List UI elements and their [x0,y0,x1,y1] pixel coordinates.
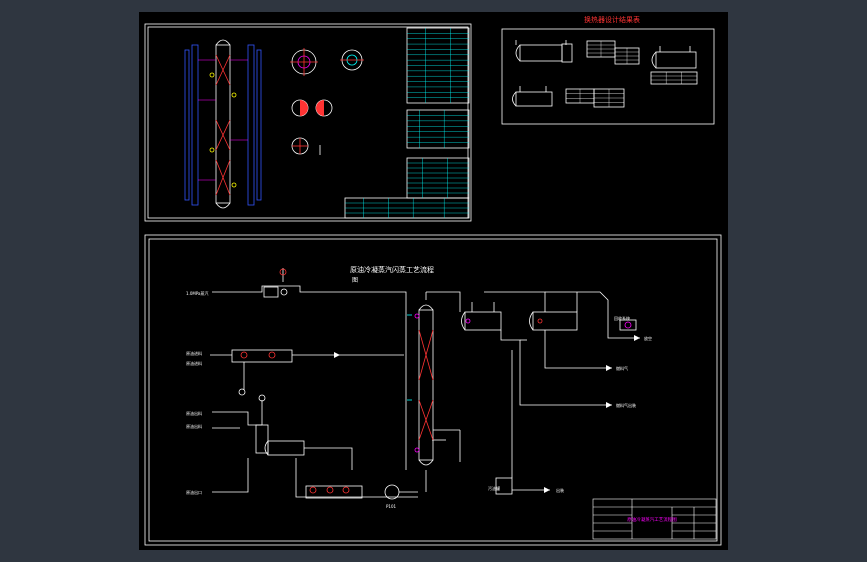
exchanger-sketch-2 [651,46,697,69]
label-recovery: 回收系统 [614,315,630,321]
exchanger-table-grid [566,41,697,107]
panel-exchanger-results: 换热器设计结果表 [501,15,715,125]
label-out-2: 原油出料 [186,423,202,429]
label-pump: P101 [386,504,397,509]
exchanger-sketch-3 [512,86,553,107]
title-block-drawing-name: 原油冷凝蒸汽工艺流程图 [627,516,677,523]
column-internals [407,313,632,453]
drawing-sheet [139,12,728,550]
label-fuel-gas: 燃料气 [616,365,628,371]
column-elevation [184,39,262,209]
label-out-1: 原油出料 [186,410,202,416]
flow-labels: 1.0MPa蒸汽 原油进料 原油进料 原油出料 原油出料 原油出口 放空 燃料气… [186,290,652,509]
process-lines [210,268,640,500]
label-exit: 出装 [556,487,564,493]
section-details [290,48,364,155]
flow-diagram-title-suffix: 图 [352,277,358,284]
spec-table-grid [345,28,469,218]
label-out-3: 原油出口 [186,489,202,495]
label-fuel-gas-out: 燃料气出装 [616,402,636,408]
flow-diagram-title: 原油冷凝蒸汽闪蒸工艺流程 [350,265,434,274]
exchanger-sketch-1 [515,40,573,63]
exchanger-table-title: 换热器设计结果表 [584,15,640,24]
panel-process-flow [144,234,722,546]
label-feed-1: 原油进料 [186,350,202,356]
label-slop-tank: 污油罐 [488,485,500,491]
title-block [592,498,717,540]
label-vent: 放空 [644,335,652,341]
label-steam: 1.0MPa蒸汽 [186,290,209,296]
flow-arrows [334,335,640,493]
label-feed-2: 原油进料 [186,360,202,366]
